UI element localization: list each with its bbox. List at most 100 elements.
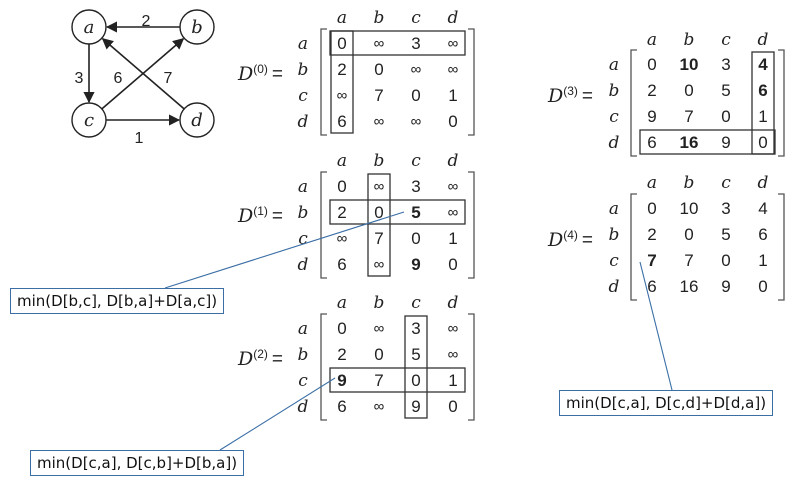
edge-weight-b-a: 2 — [142, 13, 151, 30]
cell-d-d: 0 — [448, 255, 457, 274]
leader-line-2 — [639, 261, 673, 391]
col-header-b: b — [374, 151, 385, 171]
cell-d-a: 6 — [337, 255, 346, 274]
cell-c-b: 7 — [684, 251, 693, 270]
bracket-right — [468, 171, 475, 279]
col-header-a: a — [337, 8, 347, 28]
row-header-d: d — [298, 397, 309, 417]
callout-leader-lines — [164, 211, 673, 451]
matrix-label-2: D(2)= — [237, 347, 283, 370]
cell-a-b: ∞ — [374, 35, 385, 52]
row-header-d: d — [298, 255, 309, 275]
col-header-b: b — [374, 293, 385, 313]
cell-c-a: ∞ — [337, 230, 348, 247]
node-label-c: c — [84, 110, 94, 131]
highlight-col-a — [330, 30, 354, 134]
col-header-b: b — [684, 173, 695, 193]
node-c — [71, 102, 107, 138]
cell-c-d: 1 — [448, 86, 457, 105]
col-header-c: c — [721, 30, 731, 50]
cell-b-c: 5 — [721, 225, 730, 244]
cell-b-b: 0 — [374, 203, 383, 222]
col-header-b: b — [684, 30, 695, 50]
matrix-superscript-0: (0) — [253, 62, 268, 76]
cell-a-c: 3 — [411, 319, 420, 338]
cell-c-c: 0 — [411, 229, 420, 248]
cell-c-a: ∞ — [337, 87, 348, 104]
cell-c-b: 7 — [374, 371, 383, 390]
callout-dca-via-b: min(D[c,a], D[c,b]+D[b,a]) — [30, 450, 245, 476]
col-header-a: a — [647, 30, 657, 50]
row-header-c: c — [609, 107, 619, 127]
cell-c-a: 7 — [647, 251, 656, 270]
cell-d-b: ∞ — [374, 398, 385, 415]
cell-a-d: 4 — [758, 55, 768, 74]
row-header-b: b — [298, 203, 309, 223]
node-label-a: a — [84, 17, 95, 38]
cell-c-d: 1 — [758, 251, 767, 270]
cell-d-a: 6 — [647, 133, 656, 152]
cell-b-d: ∞ — [448, 61, 459, 78]
col-header-a: a — [647, 173, 657, 193]
node-a — [71, 9, 107, 45]
cell-a-b: 10 — [680, 55, 699, 74]
col-header-c: c — [411, 151, 421, 171]
bracket-left — [320, 171, 327, 279]
matrix-label-4: D(4)= — [547, 228, 593, 251]
cell-c-c: 0 — [411, 371, 420, 390]
cell-d-b: ∞ — [374, 113, 385, 130]
leader-line-0 — [164, 211, 405, 289]
cell-a-c: 3 — [411, 34, 420, 53]
node-label-b: b — [191, 17, 203, 38]
highlight-row-d — [639, 129, 776, 155]
cell-a-d: ∞ — [448, 178, 459, 195]
row-header-b: b — [609, 81, 620, 101]
cell-a-d: 4 — [758, 199, 767, 218]
cell-d-c: 9 — [721, 277, 730, 296]
cell-b-c: 5 — [411, 345, 420, 364]
cell-b-d: 6 — [758, 225, 767, 244]
row-header-b: b — [609, 225, 620, 245]
cell-c-c: 0 — [411, 86, 420, 105]
matrix-superscript-1: (1) — [253, 204, 268, 218]
cell-b-b: 0 — [684, 81, 693, 100]
matrix-label-0: D(0)= — [237, 62, 283, 85]
cell-a-a: 0 — [647, 199, 656, 218]
row-header-a: a — [298, 177, 308, 197]
cell-a-b: 10 — [680, 199, 699, 218]
row-header-d: d — [609, 277, 620, 297]
edge-weight-c-b: 7 — [164, 70, 173, 87]
row-header-d: d — [609, 133, 620, 153]
cell-c-d: 1 — [448, 229, 457, 248]
callout-dca-via-d: min(D[c,a], D[c,d]+D[d,a]) — [559, 390, 774, 416]
cell-b-c: 5 — [721, 81, 730, 100]
cell-a-d: ∞ — [448, 320, 459, 337]
cell-b-a: 2 — [647, 81, 656, 100]
cell-d-a: 6 — [647, 277, 656, 296]
row-header-b: b — [298, 60, 309, 80]
node-label-d: d — [191, 110, 203, 131]
bracket-left — [630, 193, 637, 301]
col-header-d: d — [758, 173, 769, 193]
cell-d-a: 6 — [337, 397, 346, 416]
cell-b-c: ∞ — [411, 61, 422, 78]
callout-dbc: min(D[b,c], D[b,a]+D[a,c]) — [10, 288, 225, 314]
highlight-col-d — [751, 51, 775, 155]
node-b — [179, 9, 215, 45]
row-header-c: c — [298, 371, 308, 391]
cell-c-a: 9 — [647, 107, 656, 126]
cell-d-b: ∞ — [374, 256, 385, 273]
cell-b-a: 2 — [647, 225, 656, 244]
cell-d-c: 9 — [411, 397, 420, 416]
cell-b-d: 6 — [758, 81, 767, 100]
edge-c-b — [101, 38, 185, 110]
cell-d-b: 16 — [680, 133, 699, 152]
col-header-a: a — [337, 293, 347, 313]
cell-c-a: 9 — [337, 371, 346, 390]
bracket-right — [468, 313, 475, 421]
edge-weight-d-a: 6 — [114, 70, 123, 87]
cell-b-a: 2 — [337, 60, 346, 79]
row-header-a: a — [609, 55, 619, 75]
cell-c-c: 0 — [721, 107, 730, 126]
